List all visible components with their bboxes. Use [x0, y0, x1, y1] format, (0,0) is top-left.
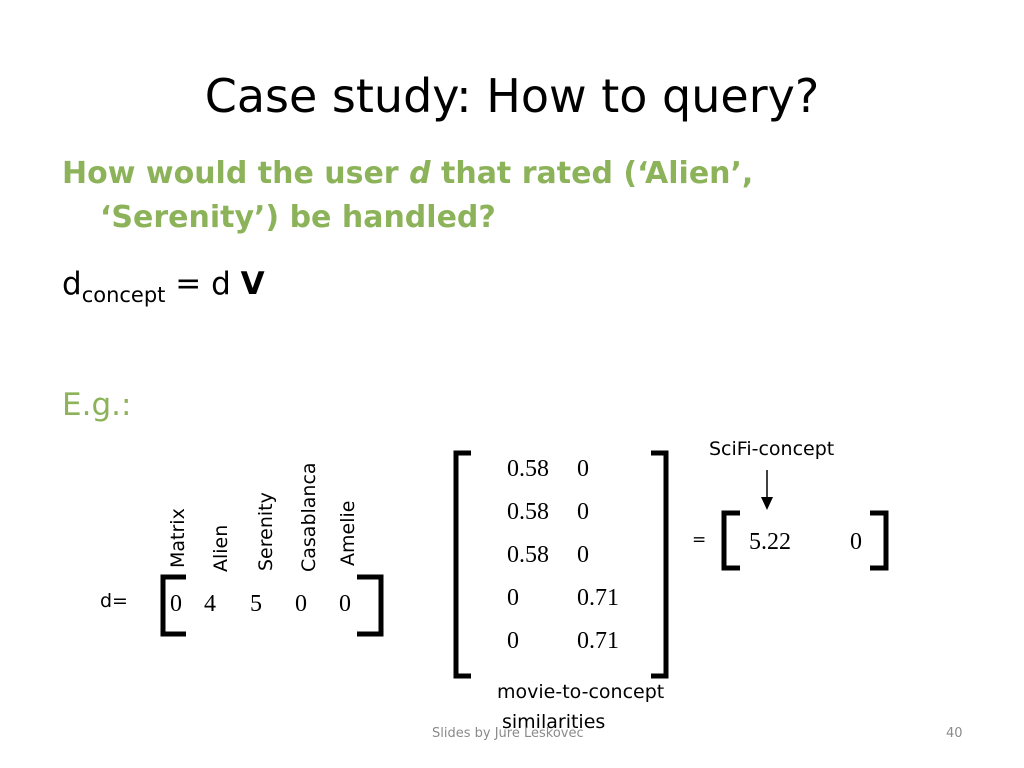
- formula-lhs: d: [62, 266, 82, 302]
- user-vector-right-bracket: [357, 574, 384, 637]
- v-matrix-right-bracket: [651, 450, 669, 679]
- annotation-arrow-head: [761, 497, 773, 510]
- column-header-casablanca: Casablanca: [298, 462, 320, 572]
- result-value-romance: 0: [850, 529, 862, 555]
- question-user-var: d: [409, 156, 431, 191]
- user-vector-value-casablanca: 0: [295, 591, 307, 617]
- formula-mid: = d: [165, 266, 241, 302]
- footer-credit: Slides by Jure Leskovec: [432, 726, 584, 741]
- v-matrix-cell: 0: [507, 628, 519, 654]
- v-matrix-caption-line-2: similarities: [502, 711, 606, 733]
- v-matrix-left-bracket: [453, 450, 471, 679]
- user-vector-value-serenity: 5: [250, 591, 262, 617]
- v-matrix-cell: 0.58: [507, 542, 549, 568]
- example-label: E.g.:: [62, 387, 132, 423]
- column-header-alien: Alien: [210, 524, 232, 572]
- formula: dconcept = d V: [62, 264, 265, 315]
- question-part-2: that rated (‘Alien’, ‘Serenity’) be hand…: [100, 156, 754, 235]
- page-number: 40: [946, 726, 963, 741]
- user-vector-value-matrix: 0: [170, 591, 182, 617]
- v-matrix-cell: 0.58: [507, 499, 549, 525]
- v-matrix-cell: 0.58: [507, 456, 549, 482]
- user-vector-value-alien: 4: [204, 591, 216, 617]
- v-matrix-cell: 0: [577, 456, 589, 482]
- user-vector-left-bracket: [160, 574, 186, 637]
- user-vector-value-amelie: 0: [339, 591, 351, 617]
- v-matrix-cell: 0: [577, 542, 589, 568]
- result-value-scifi: 5.22: [749, 529, 791, 555]
- equals-sign: =: [692, 530, 707, 550]
- scifi-concept-annotation: SciFi-concept: [709, 438, 835, 460]
- v-matrix-cell: 0: [507, 585, 519, 611]
- user-vector-label: d=: [100, 590, 128, 612]
- v-matrix-cell: 0: [577, 499, 589, 525]
- column-header-matrix: Matrix: [167, 508, 189, 568]
- question-part-1: How would the user: [62, 156, 410, 191]
- formula-subscript: concept: [81, 283, 166, 307]
- slide-title: Case study: How to query?: [204, 69, 820, 123]
- column-header-serenity: Serenity: [255, 492, 277, 571]
- column-header-amelie: Amelie: [337, 500, 359, 566]
- v-matrix-cell: 0.71: [577, 628, 619, 654]
- result-left-bracket: [721, 510, 740, 571]
- result-right-bracket: [870, 510, 889, 571]
- formula-matrix: V: [240, 266, 265, 302]
- question-text: How would the user d that rated (‘Alien’…: [62, 152, 820, 240]
- v-matrix-cell: 0.71: [577, 585, 619, 611]
- v-matrix-caption-line-1: movie-to-concept: [497, 681, 665, 703]
